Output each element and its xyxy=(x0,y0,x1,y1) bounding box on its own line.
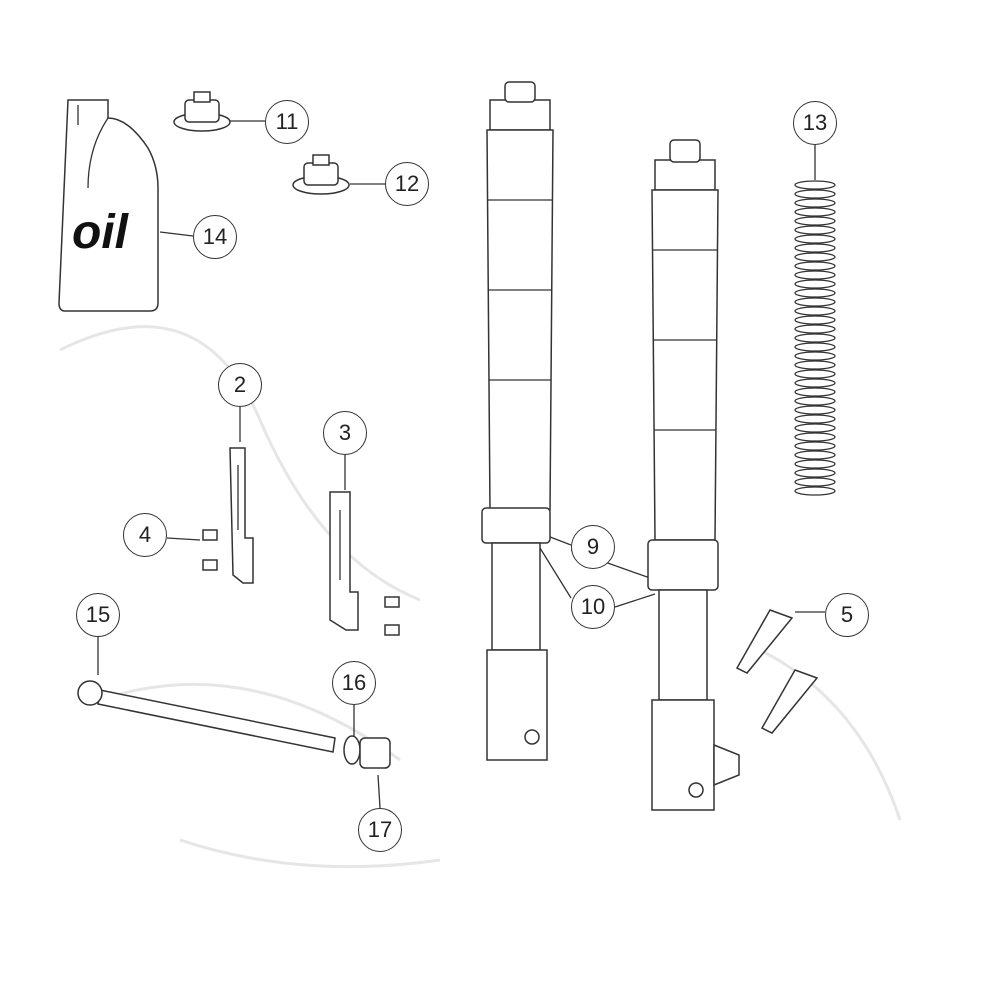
spring-coil xyxy=(794,189,836,199)
callout-9: 9 xyxy=(571,525,615,569)
spring-coil xyxy=(794,270,836,280)
spring-coil xyxy=(794,468,836,478)
callout-10: 10 xyxy=(571,585,615,629)
axle-15 xyxy=(77,680,336,753)
fork-leg-right xyxy=(647,139,740,811)
spring-coil xyxy=(794,333,836,343)
spring-coil xyxy=(794,414,836,424)
callout-13: 13 xyxy=(793,101,837,145)
spring-coil xyxy=(794,234,836,244)
spring-coil xyxy=(794,432,836,442)
spring-coil xyxy=(794,378,836,388)
oil-label: oil xyxy=(72,206,128,259)
callout-14: 14 xyxy=(193,215,237,259)
spring-coil xyxy=(794,441,836,451)
spring-coil xyxy=(794,306,836,316)
spring-coil xyxy=(794,360,836,370)
callout-2: 2 xyxy=(218,363,262,407)
spring-coil xyxy=(794,225,836,235)
spring-coil xyxy=(794,423,836,433)
spring-coil xyxy=(794,396,836,406)
spacer-16 xyxy=(343,735,361,765)
spring-coil xyxy=(794,198,836,208)
spring-coil xyxy=(794,477,836,487)
spring-coil xyxy=(794,279,836,289)
spring-coil xyxy=(794,486,836,496)
callout-3: 3 xyxy=(323,411,367,455)
bracket-2 xyxy=(229,447,254,584)
spring-coil xyxy=(794,450,836,460)
spring-coil xyxy=(794,324,836,334)
spring-coil xyxy=(794,180,836,190)
spring-coil xyxy=(794,297,836,307)
leader-lines xyxy=(97,120,825,809)
callout-5: 5 xyxy=(825,593,869,637)
spring-coil xyxy=(794,216,836,226)
spring-coil xyxy=(794,369,836,379)
callout-16: 16 xyxy=(332,661,376,705)
oil-bottle xyxy=(58,99,159,312)
axle-nut-17 xyxy=(359,737,391,769)
spring-coil xyxy=(794,342,836,352)
spring-coil xyxy=(794,459,836,469)
spring-coil xyxy=(794,405,836,415)
screws-4 xyxy=(202,529,400,636)
spring-coil xyxy=(794,261,836,271)
spring-coil xyxy=(794,252,836,262)
bolts-5 xyxy=(735,609,819,734)
callout-11: 11 xyxy=(265,100,309,144)
fork-leg-left xyxy=(481,81,554,761)
spring-coil xyxy=(794,207,836,217)
spring-coil xyxy=(794,288,836,298)
spring-coil xyxy=(794,315,836,325)
callout-17: 17 xyxy=(358,808,402,852)
spring-coil xyxy=(794,243,836,253)
spring-coil xyxy=(794,387,836,397)
spring-coil xyxy=(794,351,836,361)
fork-cap-11 xyxy=(173,91,231,132)
callout-15: 15 xyxy=(76,593,120,637)
callout-4: 4 xyxy=(123,513,167,557)
fork-spring xyxy=(794,180,836,496)
fork-cap-12 xyxy=(292,154,350,195)
bracket-3 xyxy=(329,491,359,631)
callout-12: 12 xyxy=(385,162,429,206)
